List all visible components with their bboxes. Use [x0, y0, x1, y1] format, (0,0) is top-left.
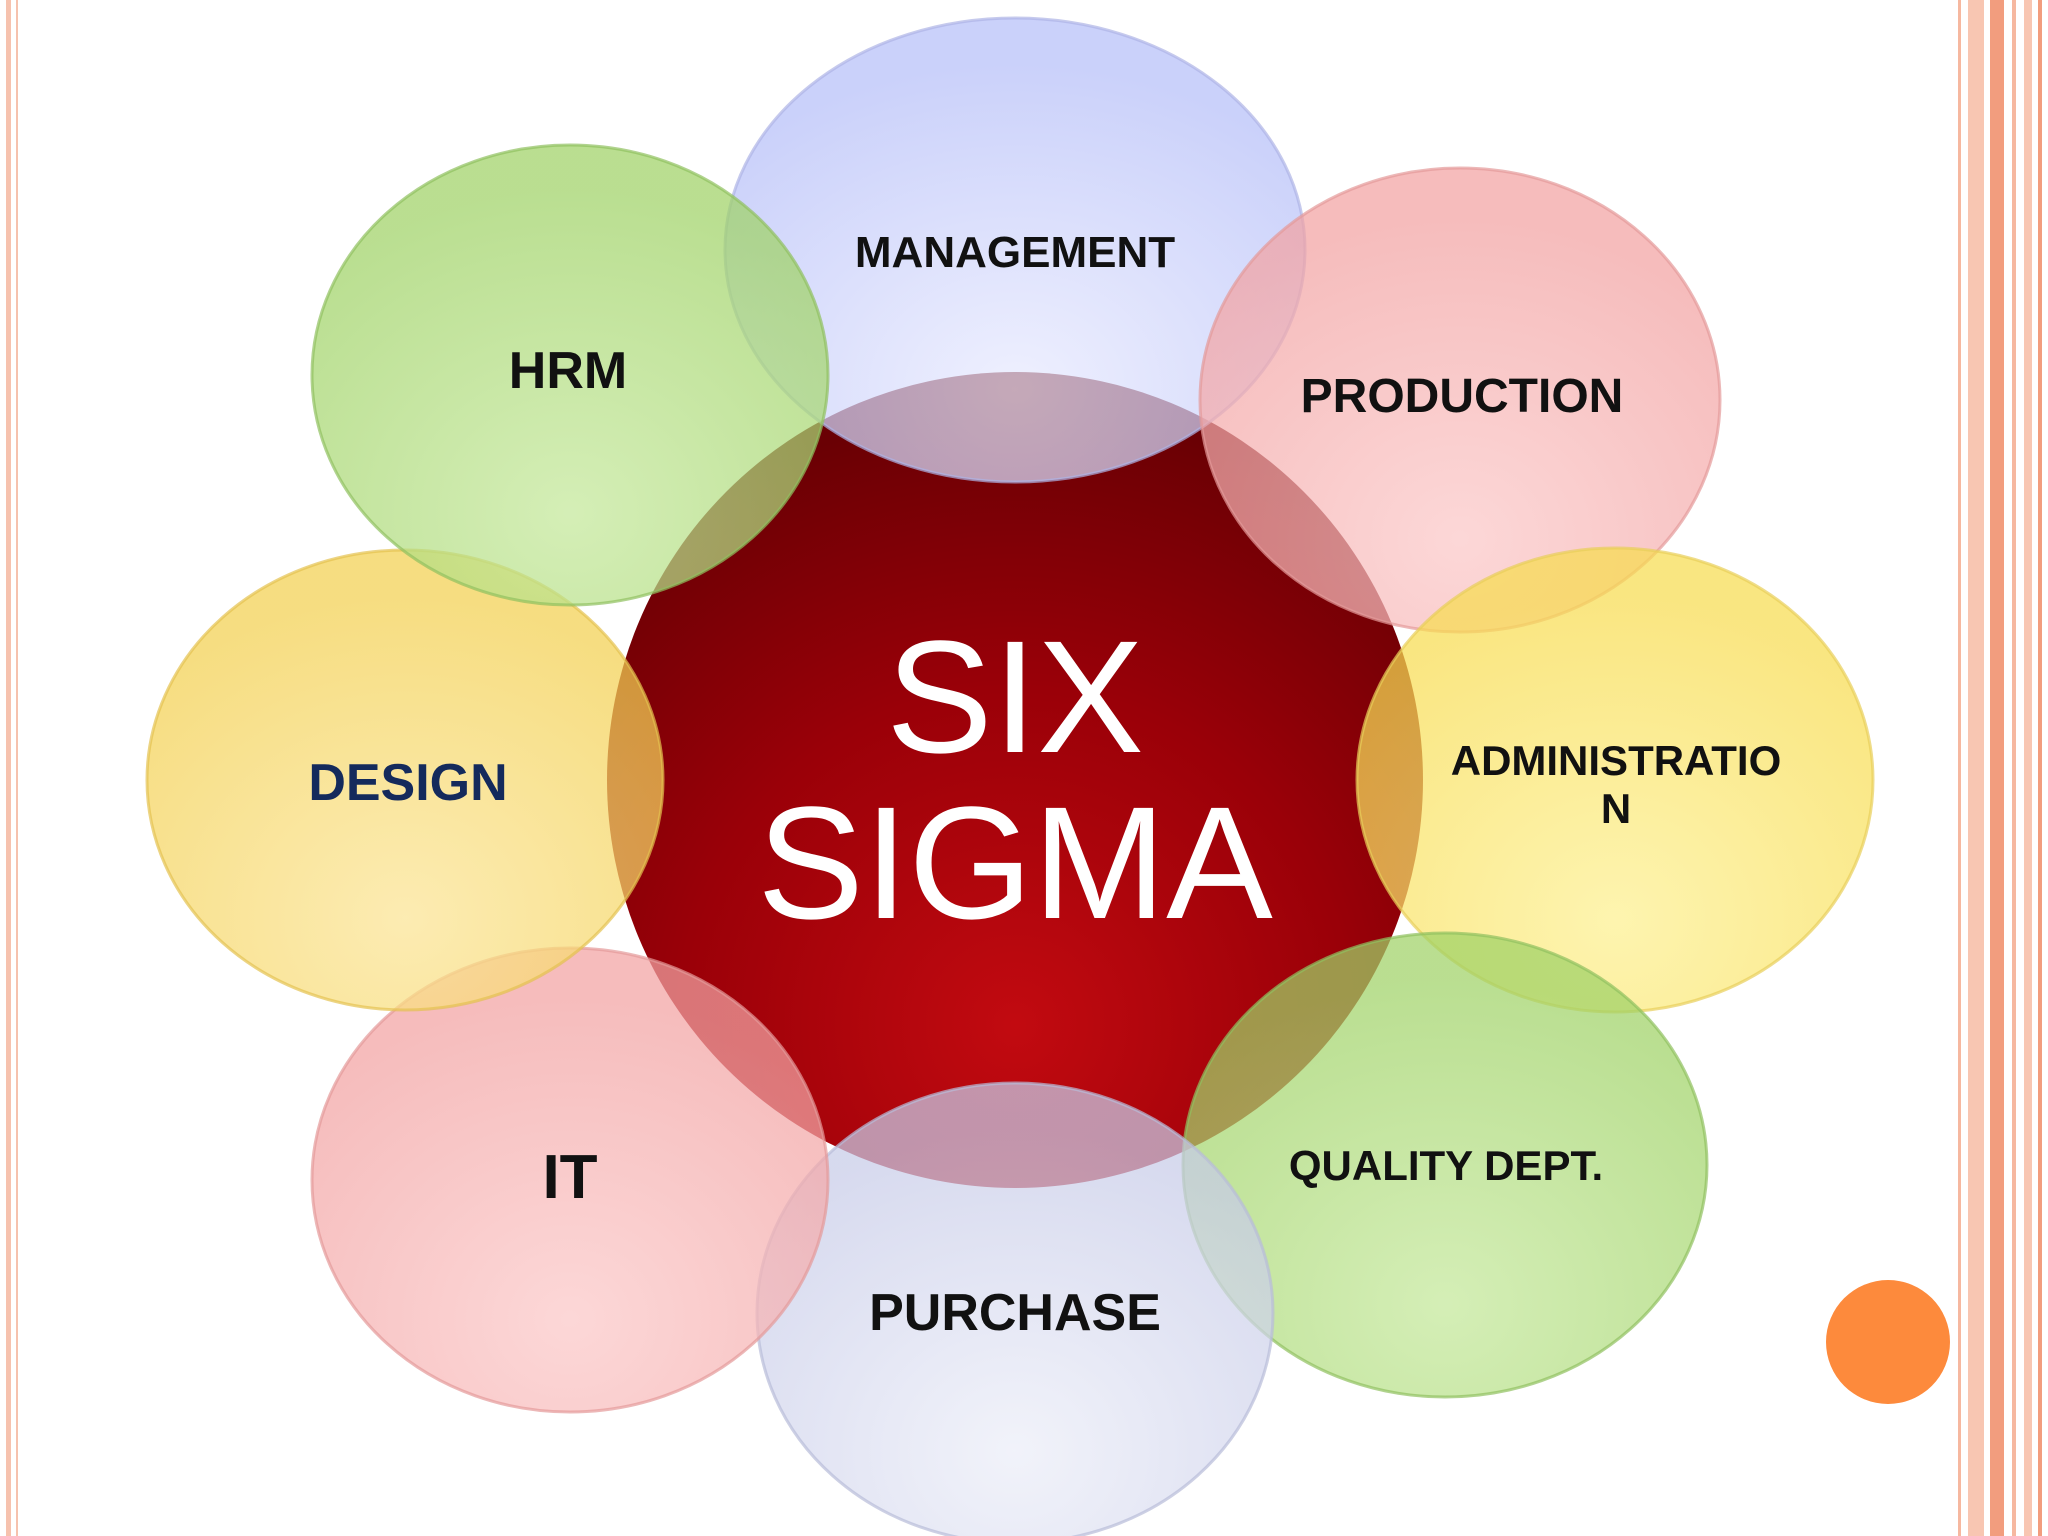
center-title-line2: SIGMA	[757, 773, 1273, 952]
right-frame-line-4	[2024, 0, 2032, 1536]
hrm-label: HRM	[509, 342, 627, 400]
quality-label: QUALITY DEPT.	[1289, 1142, 1603, 1189]
administration-label-line2: N	[1601, 785, 1631, 832]
right-frame-line-1	[1958, 0, 1961, 1536]
design-label: DESIGN	[308, 754, 507, 812]
production-label: PRODUCTION	[1301, 370, 1624, 423]
right-frame-line-5	[2038, 0, 2042, 1536]
right-frame-line-3	[2012, 0, 2016, 1536]
administration-label-line1: ADMINISTRATIO	[1451, 737, 1782, 784]
right-frame-band	[1968, 0, 1984, 1536]
left-frame-line-inner	[16, 0, 18, 1536]
hrm-circle	[310, 143, 830, 607]
accent-dot	[1826, 1280, 1950, 1404]
it-label: IT	[542, 1143, 597, 1212]
management-label: MANAGEMENT	[855, 228, 1175, 277]
left-frame-line-outer	[6, 0, 11, 1536]
right-frame-line-2	[1990, 0, 2004, 1536]
center-title-line1: SIX	[886, 607, 1144, 786]
purchase-label: PURCHASE	[869, 1284, 1161, 1342]
center-circle	[607, 372, 1423, 1188]
